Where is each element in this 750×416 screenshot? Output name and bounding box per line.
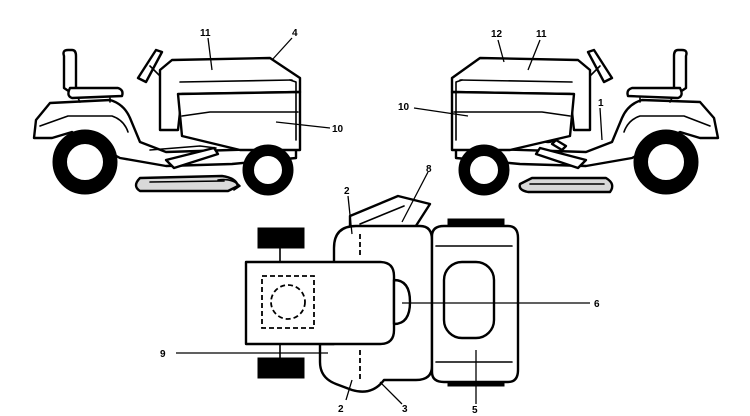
- steering-right: [586, 48, 614, 84]
- steering-hub-top: [392, 278, 412, 326]
- callout-12: 12: [491, 29, 503, 40]
- engine-outline: [261, 275, 315, 329]
- hood-left: [158, 56, 302, 152]
- steering-left: [136, 48, 164, 84]
- callout-11-left: 11: [200, 28, 211, 39]
- front-wheel-top-upper: [257, 227, 305, 249]
- tractor-left-side-view: [32, 48, 302, 196]
- callout-5: 5: [472, 405, 478, 416]
- callout-2-top: 2: [344, 186, 350, 197]
- callout-10-right: 10: [398, 102, 410, 113]
- front-wheel-top-lower: [257, 357, 305, 379]
- callout-8: 8: [426, 164, 432, 175]
- mower-deck-left: [134, 174, 241, 193]
- callout-4: 4: [292, 28, 298, 39]
- callout-2-bottom: 2: [338, 404, 344, 415]
- hood-right: [450, 56, 592, 152]
- tractor-right-side-view: [450, 48, 720, 196]
- seat-left: [62, 48, 124, 103]
- callouts: 11 4 10 12 11 10 1 2 8 6 9 2 3 5: [160, 28, 604, 416]
- callout-9: 9: [160, 349, 166, 360]
- mower-deck-right: [518, 176, 614, 194]
- callout-3: 3: [402, 404, 408, 415]
- callout-10-left: 10: [332, 124, 344, 135]
- front-wheel-left: [242, 144, 294, 196]
- callout-11-right: 11: [536, 29, 547, 40]
- front-wheel-right: [458, 144, 510, 196]
- callout-6: 6: [594, 299, 600, 310]
- seat-top: [442, 260, 496, 340]
- leader-lines: [176, 37, 603, 405]
- tractor-top-view: [244, 194, 520, 393]
- callout-1: 1: [598, 98, 604, 109]
- rear-wheel-right: [633, 129, 699, 195]
- rear-wheel-left: [52, 129, 118, 195]
- seat-right: [626, 48, 688, 103]
- hood-top: [244, 260, 396, 346]
